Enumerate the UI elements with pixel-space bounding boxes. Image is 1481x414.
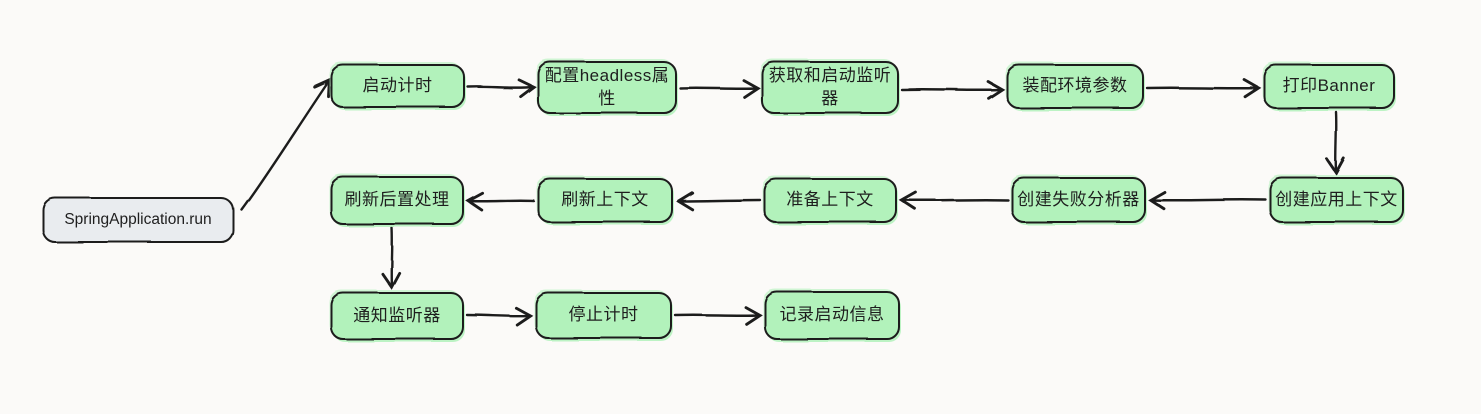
node-notify-listeners-shape	[330, 292, 464, 340]
arrow-get-listeners-to-assemble-env	[900, 80, 1006, 101]
arrow-refresh-context-to-refresh-post	[465, 191, 536, 212]
node-assemble-env-params: 装配环境参数	[1006, 64, 1144, 109]
node-label: 创建应用上下文	[1275, 189, 1398, 209]
node-print-banner-shape	[1263, 64, 1395, 109]
node-label: SpringApplication.run	[64, 210, 212, 228]
node-assemble-env-params-shape	[1006, 64, 1144, 109]
node-configure-headless: 配置headless属性	[537, 61, 677, 114]
arrow-notify-listeners-to-stop-timer	[465, 306, 534, 327]
node-configure-headless-shape	[537, 61, 677, 114]
node-label: 创建失败分析器	[1017, 189, 1140, 209]
arrow-print-banner-to-create-app-context	[1325, 110, 1346, 176]
node-label: 停止计时	[568, 305, 639, 325]
arrow-prepare-context-to-refresh-context	[675, 191, 762, 211]
arrow-run-to-start-timer	[240, 78, 331, 212]
node-record-startup-info-shape	[764, 291, 900, 340]
node-notify-listeners: 通知监听器	[330, 292, 464, 340]
node-prepare-context-shape	[763, 178, 897, 223]
node-refresh-context-shape	[537, 178, 673, 223]
arrow-failure-analyzer-to-prepare-context	[898, 190, 1010, 211]
node-refresh-context: 刷新上下文	[537, 178, 673, 223]
node-create-app-context: 创建应用上下文	[1269, 177, 1404, 223]
node-label: 打印Banner	[1282, 76, 1376, 96]
arrow-configure-headless-to-get-listeners	[678, 78, 761, 99]
arrow-assemble-env-to-print-banner	[1145, 78, 1262, 99]
node-refresh-post-process-shape	[330, 176, 464, 225]
node-spring-application-run: SpringApplication.run	[42, 197, 234, 243]
arrow-refresh-post-to-notify-listeners	[381, 226, 402, 291]
node-label: 通知监听器	[353, 305, 441, 325]
node-start-timer: 启动计时	[330, 64, 465, 108]
arrow-stop-timer-to-record-info	[673, 305, 763, 326]
node-start-timer-shape	[330, 64, 465, 108]
node-label: 启动计时	[362, 75, 433, 95]
node-label: 记录启动信息	[779, 305, 885, 325]
node-prepare-context: 准备上下文	[763, 178, 897, 223]
node-print-banner: 打印Banner	[1263, 64, 1395, 109]
node-label: 配置headless属性	[544, 66, 670, 108]
arrow-create-app-context-to-failure-analyzer	[1147, 190, 1268, 211]
node-create-app-context-shape	[1269, 177, 1404, 223]
node-label: 刷新上下文	[561, 190, 649, 210]
node-stop-timer-shape	[535, 292, 672, 339]
node-record-startup-info: 记录启动信息	[764, 291, 900, 340]
node-create-failure-analyzer-shape	[1011, 177, 1146, 223]
node-create-failure-analyzer: 创建失败分析器	[1011, 177, 1146, 223]
node-get-and-start-listeners: 获取和启动监听器	[761, 61, 899, 114]
node-label: 准备上下文	[786, 190, 874, 210]
node-label: 获取和启动监听器	[768, 66, 892, 108]
node-refresh-post-process: 刷新后置处理	[330, 176, 464, 225]
node-get-and-start-listeners-shape	[761, 61, 899, 114]
node-label: 装配环境参数	[1022, 76, 1128, 96]
node-spring-application-run-shape	[42, 197, 234, 243]
node-stop-timer: 停止计时	[535, 292, 672, 339]
arrow-start-timer-to-configure-headless	[466, 78, 537, 99]
node-label: 刷新后置处理	[344, 190, 450, 210]
